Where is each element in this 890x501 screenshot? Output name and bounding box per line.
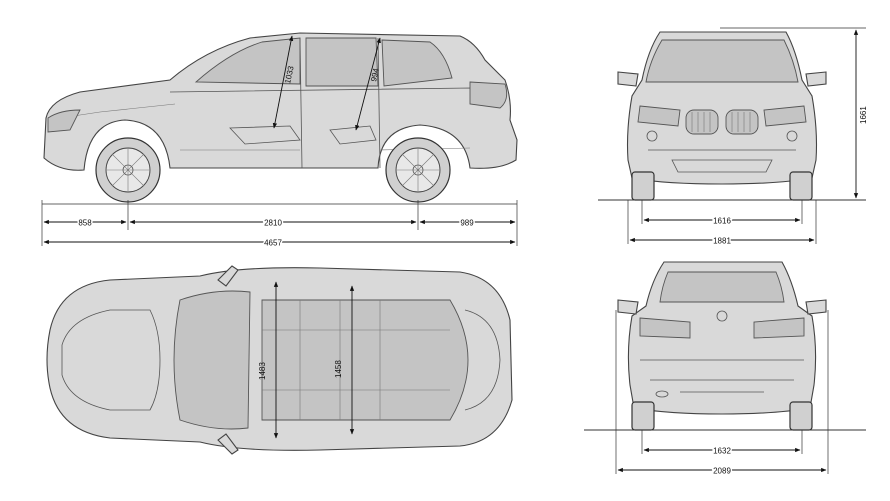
top-hood [61,309,161,411]
front-windshield [645,39,799,83]
side-seat [229,125,301,145]
front-grille-right [725,109,759,135]
top-view: 1483 1458 [46,265,513,455]
rear-taillight-right [753,317,805,339]
front-wheel [95,137,161,203]
width-with-mirrors-label: 2089 [713,467,731,476]
front-view: 1616 1881 1661 [598,27,868,247]
top-mirror-right [217,433,239,455]
top-roof-glass [261,299,469,421]
rear-tire-left [631,401,655,431]
overall-height-label: 1661 [859,106,868,124]
front-grille-left [685,109,719,135]
rear-taillight-left [639,317,691,339]
front-mirror-left [617,71,639,87]
rear-headroom-label: 994 [369,67,381,82]
wheelbase-label: 2810 [264,219,282,228]
front-tire-right [789,171,813,201]
front-headroom-line [272,35,294,129]
front-track-label: 1616 [713,217,731,226]
front-overhang-label: 858 [78,219,92,228]
side-taillight [469,81,508,109]
rear-mirror-left [617,299,639,315]
side-view: 1033 994 [43,32,518,203]
rear-window [659,271,785,303]
side-dimensions: 858 2810 989 4657 [41,200,518,249]
rear-track-label: 1632 [713,447,731,456]
front-mirror-right [805,71,827,87]
top-mirror-left [217,265,239,287]
top-windshield [173,290,251,430]
front-shoulder-label: 1483 [258,362,267,380]
rear-wheel [385,137,451,203]
overall-length-label: 4657 [264,239,282,248]
front-headlight-right [763,105,807,127]
rear-view: 1632 2089 [584,261,866,477]
rear-mirror-right [805,299,827,315]
rear-headroom-line [355,37,381,131]
side-headlight [47,109,81,133]
body-width-label: 1881 [713,237,731,246]
rear-overhang-label: 989 [460,219,474,228]
front-headlight-left [637,105,681,127]
front-tire-left [631,171,655,201]
top-rear-window [464,309,501,411]
front-headroom-label: 1033 [283,65,296,85]
rear-tire-right [789,401,813,431]
rear-badge [716,310,728,322]
rear-shoulder-label: 1458 [334,360,343,378]
